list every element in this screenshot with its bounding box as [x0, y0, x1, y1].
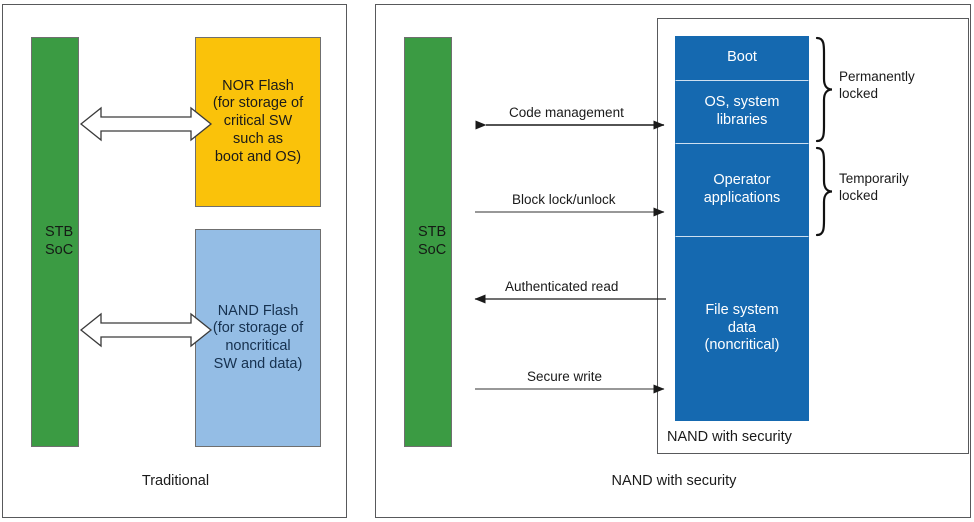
- memory-block-fs-label: File system data (noncritical): [705, 302, 780, 355]
- arrow-soc-to-nor: [79, 106, 213, 142]
- memory-block-os-system-libraries: OS, system libraries: [675, 80, 809, 143]
- permanently-locked-line-2: locked: [839, 85, 879, 101]
- memory-block-boot-label: Boot: [727, 49, 757, 67]
- temporarily-locked-line-1: Temporarily: [839, 171, 909, 186]
- permanently-locked-line-1: Permanently: [839, 69, 915, 84]
- boot-line-1: Boot: [727, 49, 757, 66]
- temporarily-locked-line-2: locked: [839, 187, 879, 203]
- arrow-label-block-lock-unlock: Block lock/unlock: [512, 192, 616, 207]
- stb-soc-label-traditional: STB SoC: [45, 224, 73, 259]
- nor-flash-line-3: critical SW: [223, 113, 293, 130]
- nor-flash-label: NOR Flash (for storage of critical SW su…: [213, 78, 303, 166]
- arrow-label-authenticated-read: Authenticated read: [505, 279, 619, 294]
- nand-flash-label: NAND Flash (for storage of noncritical S…: [213, 303, 303, 374]
- nand-security-panel: STB SoC NAND with security Boot OS, syst…: [375, 4, 971, 518]
- traditional-panel: STB SoC NOR Flash (for storage of critic…: [2, 4, 347, 518]
- operator-line-1: Operator: [713, 171, 771, 188]
- arrow-label-code-management: Code management: [509, 105, 624, 120]
- memory-block-os-label: OS, system libraries: [705, 94, 780, 129]
- brace-label-permanently-locked: Permanently locked: [839, 69, 915, 103]
- stb-soc-block-secure: STB SoC: [404, 37, 452, 447]
- nand-flash-line-4: SW and data): [213, 355, 303, 372]
- memory-block-operator-applications: Operator applications: [675, 143, 809, 236]
- stb-soc-line2: SoC: [45, 242, 74, 258]
- fs-line-2: data: [727, 319, 757, 336]
- memory-block-file-system-data: File system data (noncritical): [675, 236, 809, 421]
- nor-flash-block: NOR Flash (for storage of critical SW su…: [195, 37, 321, 207]
- nand-flash-block: NAND Flash (for storage of noncritical S…: [195, 229, 321, 447]
- operator-line-2: applications: [703, 189, 781, 206]
- stb-soc-line1: STB: [45, 224, 74, 241]
- traditional-caption: Traditional: [141, 473, 210, 489]
- stb-soc-label-secure: STB SoC: [418, 224, 446, 259]
- nand-flash-line-1: NAND Flash: [217, 302, 299, 319]
- nand-flash-line-2: (for storage of: [212, 320, 304, 337]
- arrow-soc-to-nand: [79, 312, 213, 348]
- nor-flash-line-1: NOR Flash: [222, 77, 294, 94]
- nand-security-caption: NAND with security: [611, 473, 737, 489]
- os-line-1: OS, system: [704, 93, 780, 110]
- fs-line-3: (noncritical): [704, 337, 780, 354]
- memory-block-operator-label: Operator applications: [704, 172, 781, 207]
- stb-soc-secure-line1: STB: [418, 224, 447, 241]
- brace-label-temporarily-locked: Temporarily locked: [839, 171, 909, 205]
- arrow-label-secure-write: Secure write: [527, 369, 603, 384]
- fs-line-1: File system: [705, 301, 779, 318]
- nand-flash-line-3: noncritical: [225, 338, 291, 354]
- nor-flash-line-4: such as: [233, 130, 283, 147]
- nand-with-security-box-caption: NAND with security: [667, 429, 792, 445]
- nor-flash-line-5: boot and OS): [214, 148, 302, 165]
- os-line-2: libraries: [716, 111, 768, 128]
- stb-soc-secure-line2: SoC: [418, 242, 447, 258]
- stb-soc-block-traditional: STB SoC: [31, 37, 79, 447]
- nor-flash-line-2: (for storage of: [212, 95, 304, 112]
- memory-block-boot: Boot: [675, 36, 809, 80]
